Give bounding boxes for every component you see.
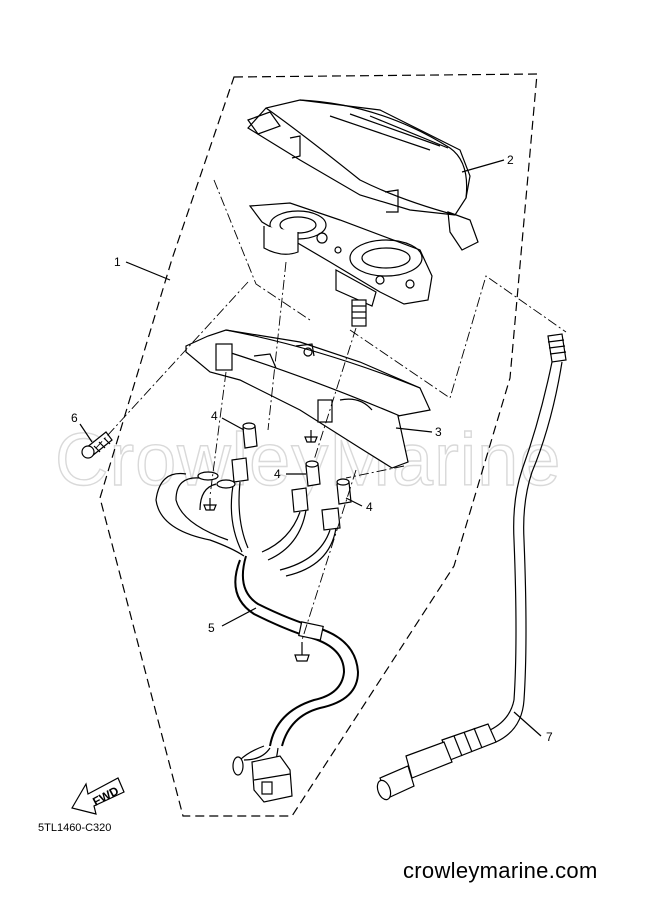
callout-2: 2 <box>461 153 514 173</box>
svg-text:4: 4 <box>366 500 373 514</box>
svg-text:6: 6 <box>71 411 78 425</box>
svg-text:1: 1 <box>114 255 121 269</box>
speedometer-cable <box>376 333 567 801</box>
callout-6: 6 <box>71 411 93 443</box>
watermark: CrowleyMarine <box>55 418 561 501</box>
bulb-center <box>305 460 321 487</box>
fwd-arrow-icon: FWD <box>71 777 125 815</box>
callout-4-right: 4 <box>345 497 373 514</box>
meter-lens <box>247 99 479 251</box>
svg-text:4: 4 <box>274 467 281 481</box>
site-url[interactable]: crowleymarine.com <box>403 858 598 883</box>
callout-5: 5 <box>208 607 257 635</box>
svg-text:7: 7 <box>546 730 553 744</box>
callout-1: 1 <box>114 255 171 281</box>
callout-3: 3 <box>395 425 442 439</box>
wire-harness <box>155 457 360 803</box>
svg-text:5: 5 <box>208 621 215 635</box>
small-screws <box>203 430 318 662</box>
callout-4-left: 4 <box>211 409 245 431</box>
bulb-left <box>242 422 258 449</box>
meter-case <box>185 329 431 469</box>
meter-assembly <box>248 202 433 327</box>
svg-text:4: 4 <box>211 409 218 423</box>
svg-text:3: 3 <box>435 425 442 439</box>
diagram-code: 5TL1460-C320 <box>38 822 112 834</box>
callout-7: 7 <box>513 711 553 744</box>
alignment-lines <box>95 179 567 641</box>
svg-text:2: 2 <box>507 153 514 167</box>
callout-4-center: 4 <box>274 467 306 481</box>
